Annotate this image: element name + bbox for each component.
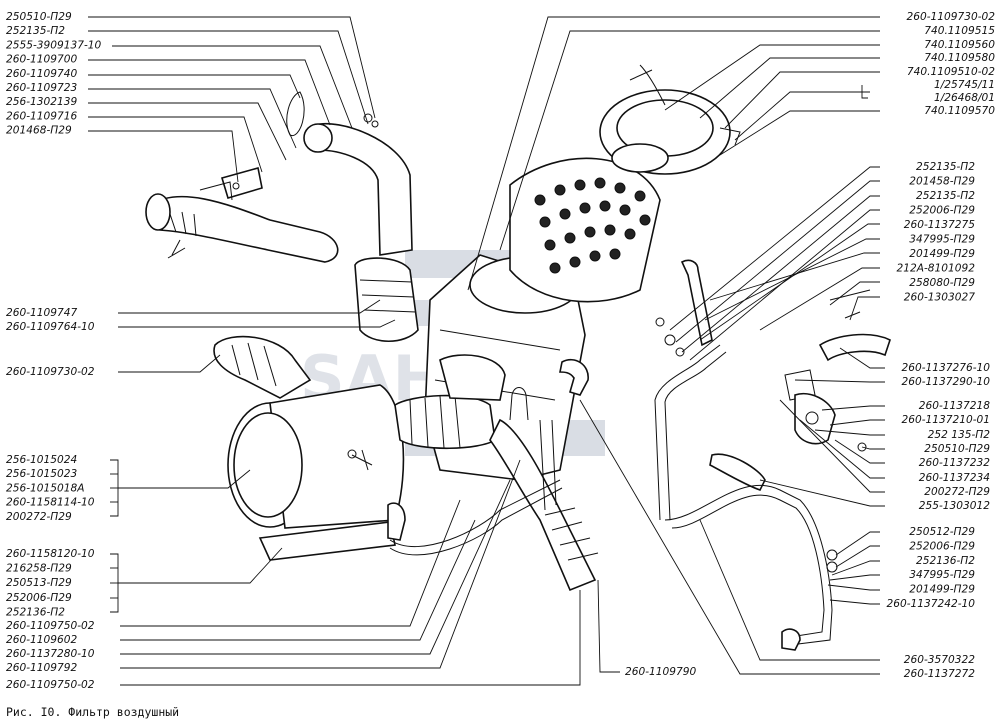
part-label: 260-1109750-02 [6,620,95,632]
part-label: 252 135-П2 [928,429,991,441]
part-label: 260-1137280-10 [6,648,95,660]
part-label: 252136-П2 [6,606,65,618]
part-label: 260-1137275 [904,219,975,231]
part-label: 216258-П29 [6,563,72,575]
part-label: 740.1109580 [924,52,995,64]
part-label: 260-1109792 [6,662,77,674]
figure-caption: Рис. I0. Фильтр воздушный [6,705,179,719]
part-label: 740.1109515 [924,25,995,37]
part-label: 200272-П29 [924,486,990,498]
part-label: 260-1109764-10 [6,321,95,333]
part-label: 252006-П29 [6,592,72,604]
part-label: 256-1015018А [6,482,84,494]
part-label: 252006-П29 [909,540,975,552]
perforation-dots [534,177,651,274]
part-label: 212А-8101092 [897,263,976,275]
part-label: 252135-П2 [6,25,65,37]
part-label: 201458-П29 [909,176,975,188]
part-label: 252136-П2 [916,555,975,567]
part-label: 260-1109730-02 [906,11,995,23]
part-label: 260-1158120-10 [6,548,95,560]
part-label: 250510-П29 [924,443,990,455]
part-label: 740.1109570 [924,105,995,117]
part-label: 1/26468/01 [934,92,995,104]
part-label: 200272-П29 [6,511,72,523]
part-label: 260-1109747 [6,307,77,319]
part-number-labels: 250510-П29 252135-П2 2555-3909137-10 260-11… [6,11,995,691]
part-label: 260-1137218 [919,400,990,412]
part-label: 260-1109723 [6,82,77,94]
part-label: 260-1137234 [919,472,990,484]
leader-lines [88,16,885,686]
part-label: 260-1137242-10 [886,598,975,610]
part-label: 250510-П29 [6,11,72,23]
part-label: 260-1137272 [904,668,975,680]
part-label: 740.1109510-02 [907,66,995,78]
part-label: 260-3570322 [904,654,975,666]
part-label: 255-1303012 [919,500,990,512]
part-label: 201499-П29 [909,584,975,596]
part-label: 260-1109790 [625,666,696,678]
part-label: 2555-3909137-10 [6,39,102,51]
part-label: 260-1137276-10 [901,362,990,374]
part-label: 260-1109750-02 [6,679,95,691]
part-label: 260-1137210-01 [901,414,990,426]
part-label: 260-1109602 [6,634,77,646]
part-label: 252135-П2 [916,161,975,173]
part-label: 256-1015023 [6,468,77,480]
part-label: 260-1109730-02 [6,366,95,378]
part-label: 260-1109716 [6,110,77,122]
part-label: 252135-П2 [916,190,975,202]
parts-drawing [145,64,891,651]
part-label: 740.1109560 [924,39,995,51]
part-label: 201499-П29 [909,248,975,260]
part-label: 347995-П29 [909,234,975,246]
part-label: 260-1109740 [6,68,77,80]
part-label: 1/25745/11 [934,79,995,91]
part-label: 258080-П29 [909,277,975,289]
part-label: 201468-П29 [6,125,72,137]
part-label: 250513-П29 [6,577,72,589]
part-label: 252006-П29 [909,205,975,217]
part-label: 256-1302139 [6,96,77,108]
part-label: 260-1137290-10 [901,376,990,388]
part-label: 260-1158114-10 [6,497,95,509]
part-label: 256-1015024 [6,454,77,466]
part-label: 260-1137232 [919,457,990,469]
part-label: 250512-П29 [909,526,975,538]
part-label: 347995-П29 [909,569,975,581]
part-label: 260-1109700 [6,54,77,66]
part-label: 260-1303027 [904,292,975,304]
